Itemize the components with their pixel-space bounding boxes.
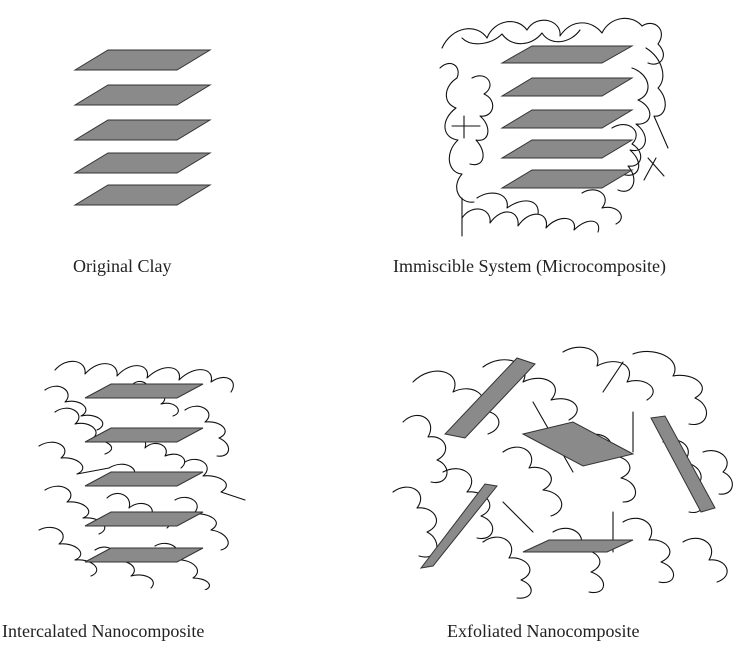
polymer-chain bbox=[477, 193, 538, 214]
polymer-chain bbox=[39, 527, 97, 576]
clay-sheet bbox=[523, 540, 633, 552]
polymer-chain bbox=[470, 76, 493, 165]
immiscible-system-illustration bbox=[432, 8, 672, 240]
clay-sheet bbox=[75, 50, 210, 70]
clay-sheet bbox=[85, 384, 203, 398]
polymer-chain bbox=[563, 347, 653, 400]
clay-sheet bbox=[502, 170, 632, 188]
polymer-chain bbox=[582, 190, 621, 224]
polymer-chain bbox=[633, 351, 706, 424]
intercalated-nanocomposite-illustration bbox=[35, 350, 250, 590]
exfoliated-nanocomposite-illustration bbox=[383, 342, 743, 602]
panel-immiscible-system bbox=[432, 8, 672, 240]
polymer-chain bbox=[462, 209, 599, 232]
clay-sheet bbox=[75, 185, 210, 205]
polymer-chain bbox=[644, 158, 664, 180]
polymer-chain bbox=[623, 518, 674, 582]
clay-sheet bbox=[85, 512, 203, 526]
clay-sheet bbox=[651, 416, 715, 512]
polymer-chain bbox=[622, 68, 650, 175]
clay-sheet bbox=[421, 484, 497, 568]
caption-original-clay: Original Clay bbox=[73, 256, 171, 277]
polymer-chain bbox=[443, 469, 493, 539]
original-clay-illustration bbox=[60, 30, 230, 210]
clay-sheet bbox=[502, 140, 632, 158]
clay-sheet bbox=[75, 85, 210, 105]
clay-sheet bbox=[502, 110, 632, 128]
clay-sheet bbox=[502, 46, 632, 63]
polymer-chain bbox=[703, 451, 732, 495]
clay-sheet bbox=[75, 120, 210, 140]
polymer-chain bbox=[45, 486, 105, 534]
polymer-chain bbox=[440, 63, 474, 202]
polymer-chain bbox=[503, 447, 562, 516]
clay-sheet bbox=[502, 78, 632, 96]
panel-exfoliated-nanocomposite bbox=[383, 342, 743, 602]
panel-intercalated-nanocomposite bbox=[35, 350, 250, 590]
clay-sheet bbox=[85, 428, 203, 442]
polymer-chain bbox=[553, 528, 604, 592]
polymer-chain bbox=[683, 538, 727, 582]
clay-sheet bbox=[75, 153, 210, 173]
polymer-chain bbox=[185, 459, 245, 500]
polymer-chain bbox=[452, 116, 480, 138]
polymer-chain bbox=[483, 537, 531, 598]
polymer-chain bbox=[403, 415, 447, 482]
panel-original-clay bbox=[60, 30, 230, 210]
polymer-chain bbox=[393, 487, 437, 557]
clay-sheet bbox=[85, 472, 203, 486]
caption-intercalated-nanocomposite: Intercalated Nanocomposite bbox=[2, 621, 204, 642]
caption-immiscible-system: Immiscible System (Microcomposite) bbox=[393, 256, 666, 277]
caption-exfoliated-nanocomposite: Exfoliated Nanocomposite bbox=[447, 621, 639, 642]
clay-sheet bbox=[445, 358, 535, 438]
polymer-chain bbox=[175, 497, 228, 550]
clay-sheet bbox=[523, 422, 633, 466]
